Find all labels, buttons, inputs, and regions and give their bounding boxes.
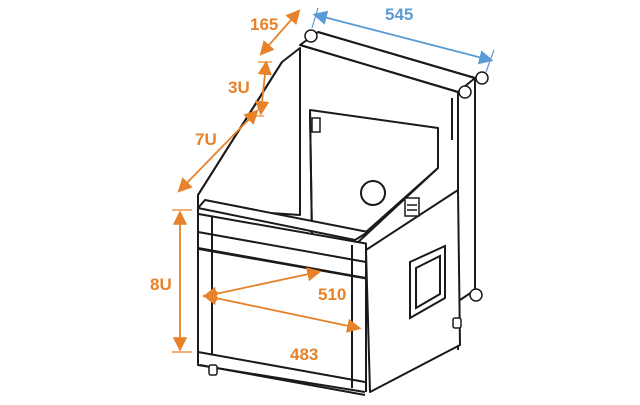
vent-hole: [360, 180, 386, 206]
corner-ball-top-left: [304, 29, 318, 43]
inner-depth-dimension-line: [202, 267, 322, 301]
inner-depth-label: 510: [318, 285, 346, 304]
top-rack-dimension-line: [254, 60, 273, 116]
corner-ball-top-right: [475, 71, 489, 85]
top-depth-dimension-line: [259, 9, 301, 56]
width-dimension-line: [312, 10, 494, 65]
top-lid: [299, 31, 476, 93]
side-handle: [409, 244, 446, 320]
latch: [404, 197, 420, 217]
slant-rack-dimension-line: [177, 109, 259, 193]
slant-rack-label: 7U: [195, 130, 217, 149]
width-label: 545: [385, 5, 413, 24]
corner-ball-bottom-right: [469, 288, 483, 302]
feet: [208, 317, 462, 376]
rack-width-dimension-line: [202, 291, 362, 333]
corner-ball-mid-right: [458, 85, 472, 99]
top-rack-label: 3U: [228, 78, 250, 97]
bottom-rack-label: 8U: [150, 275, 172, 294]
front-top-rail: [197, 199, 369, 241]
top-depth-label: 165: [250, 15, 278, 34]
rack-width-label: 483: [290, 345, 318, 364]
hinge: [311, 117, 321, 133]
